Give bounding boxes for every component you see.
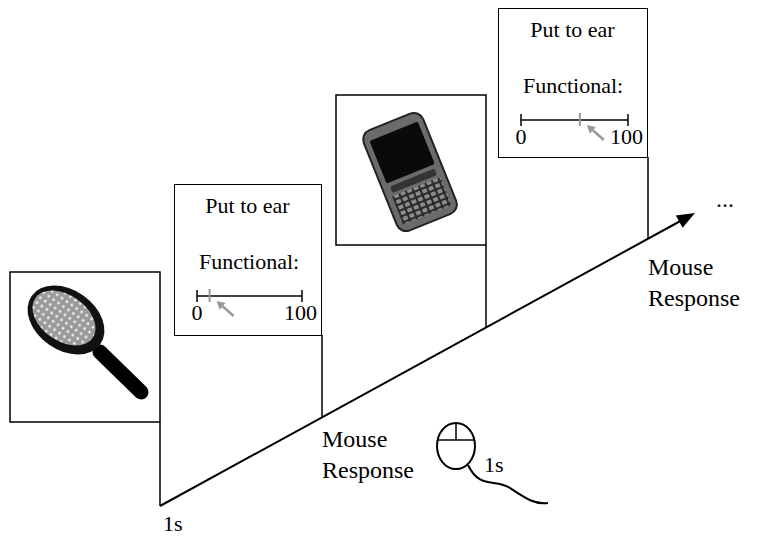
drop-line <box>321 335 323 417</box>
label-holder: Mouse Response <box>322 424 434 486</box>
rating-screen: Put to earFunctional: 0 100 <box>498 8 648 158</box>
mouse-button-line <box>455 423 457 440</box>
phone-keyboard <box>392 177 451 224</box>
time-axis-head <box>676 213 695 228</box>
phone-picture <box>360 110 460 234</box>
cursor-arrow <box>593 130 604 140</box>
response-label: Mouse Response <box>322 424 434 486</box>
text-holder: 100 <box>610 124 643 150</box>
action-prompt: Put to ear <box>205 193 289 219</box>
slider-marker <box>579 113 581 126</box>
rating-label: Functional: <box>199 249 299 275</box>
text-holder: 0 <box>516 124 527 150</box>
continuation-dots: ... <box>716 184 734 215</box>
mouse-body <box>437 423 475 469</box>
rating-label: Functional: <box>523 73 623 99</box>
response-label: Mouse Response <box>648 252 760 314</box>
slider-marker <box>209 289 211 302</box>
label-holder: Mouse Response <box>648 252 760 314</box>
drop-line <box>647 157 649 238</box>
action-prompt: Put to ear <box>530 17 614 43</box>
cursor-arrow-head <box>217 301 226 310</box>
onset-time: 1s <box>163 509 183 538</box>
mouse-icon <box>437 423 548 503</box>
text-holder: Functional: <box>199 249 299 275</box>
drop-line <box>485 245 487 327</box>
text-holder: Put to ear <box>530 17 614 43</box>
time-axis <box>160 222 680 507</box>
text-holder: Put to ear <box>205 193 289 219</box>
scale-min: 0 <box>516 124 527 150</box>
cursor-arrow <box>223 306 234 316</box>
text-holder: 0 <box>192 300 203 326</box>
mouse-cord <box>468 465 548 503</box>
scale-max: 100 <box>610 124 643 150</box>
text-holder: Functional: <box>523 73 623 99</box>
scale-max: 100 <box>284 300 317 326</box>
scale-min: 0 <box>192 300 203 326</box>
phone-body <box>360 110 460 234</box>
stimulus-frame <box>336 95 486 245</box>
brush-handle <box>100 352 141 392</box>
brush-head <box>14 271 117 368</box>
stimulus-frame <box>10 272 160 422</box>
brush-bristles <box>22 279 106 357</box>
label-holder: ... <box>716 184 734 215</box>
onset-time: 1s <box>484 450 504 479</box>
rating-screen: Put to earFunctional: 0 100 <box>174 184 322 336</box>
label-holder: 1s <box>484 450 504 479</box>
drop-line <box>159 422 161 506</box>
scale-line <box>197 295 302 297</box>
label-holder: 1s <box>163 509 183 538</box>
scale-line <box>521 119 628 121</box>
cursor-arrow-head <box>587 125 596 134</box>
text-holder: 100 <box>284 300 317 326</box>
hairbrush-picture <box>14 271 141 392</box>
